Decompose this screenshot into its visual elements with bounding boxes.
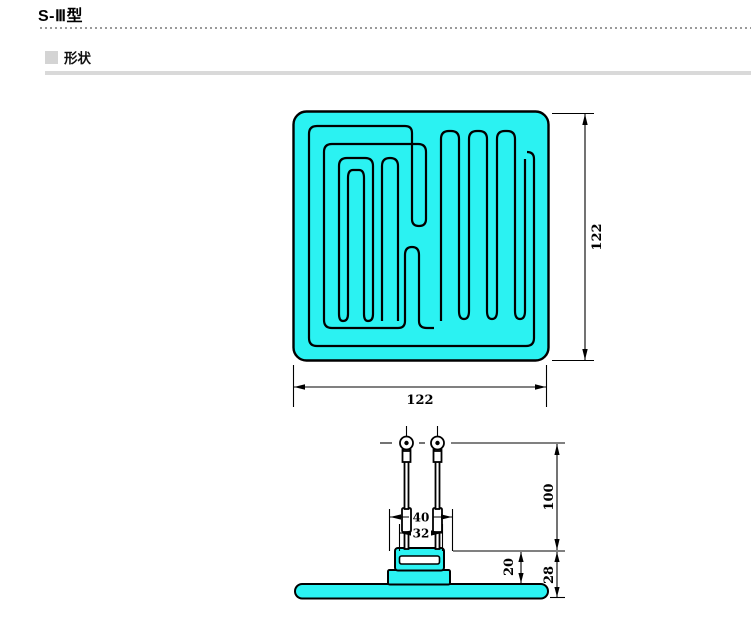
eyelet-hole-icon — [404, 440, 409, 446]
arrow-left-icon — [390, 514, 401, 520]
arrow-left-icon — [294, 384, 305, 390]
arrow-right-icon — [441, 514, 452, 520]
dim-28-label: 28 — [542, 566, 557, 584]
dim-height-label: 122 — [590, 223, 605, 250]
section-bullet-icon — [45, 50, 58, 64]
section-label: 形状 — [64, 51, 91, 66]
section-header: 形状 — [45, 49, 91, 66]
arrow-up-icon — [554, 444, 560, 455]
arrow-right-icon — [535, 384, 546, 390]
arrow-down-icon — [554, 587, 560, 597]
dim-block-height: 20 — [502, 552, 524, 583]
section-underline-bar — [45, 71, 751, 75]
dim-pitch-inner: 32 — [398, 524, 444, 551]
terminal-sleeve — [401, 507, 412, 533]
dim-100-label: 100 — [542, 483, 557, 510]
terminal-sleeve — [432, 507, 443, 533]
top-view: 122 122 — [292, 110, 605, 408]
dim-pitch-outer: 40 — [388, 509, 454, 551]
terminal-left — [399, 426, 414, 550]
dim-width-label: 122 — [406, 393, 433, 408]
title-separator — [40, 27, 751, 29]
terminal-rod-lower — [434, 531, 441, 550]
heater-plate-side — [294, 583, 549, 600]
arrow-right-icon — [431, 530, 442, 536]
arrow-up-icon — [554, 552, 560, 562]
arrow-up-icon — [518, 552, 524, 562]
dim-40-label: 40 — [413, 511, 430, 525]
terminal-rod — [434, 460, 441, 510]
terminal-block-slot — [398, 555, 441, 565]
heater-plate-top — [292, 110, 550, 362]
dim-total-height: 28 — [542, 552, 560, 597]
arrow-down-icon — [518, 573, 524, 583]
page-title: S-Ⅲ型 — [38, 8, 84, 25]
arrow-up-icon — [582, 114, 588, 125]
heating-element-pattern — [307, 124, 536, 348]
dim-terminal-height: 100 — [542, 444, 560, 550]
dim-plate-width: 122 — [292, 365, 548, 408]
eyelet-hole-icon — [435, 440, 440, 446]
arrow-down-icon — [554, 539, 560, 550]
terminal-block-step — [387, 569, 451, 586]
dim-32-label: 32 — [413, 527, 430, 541]
arrow-down-icon — [582, 349, 588, 360]
side-view: 100 28 20 40 — [294, 426, 565, 600]
dim-20-label: 20 — [502, 558, 517, 576]
dim-plate-height: 122 — [552, 112, 605, 362]
terminal-rod — [403, 460, 410, 510]
arrow-left-icon — [400, 530, 411, 536]
